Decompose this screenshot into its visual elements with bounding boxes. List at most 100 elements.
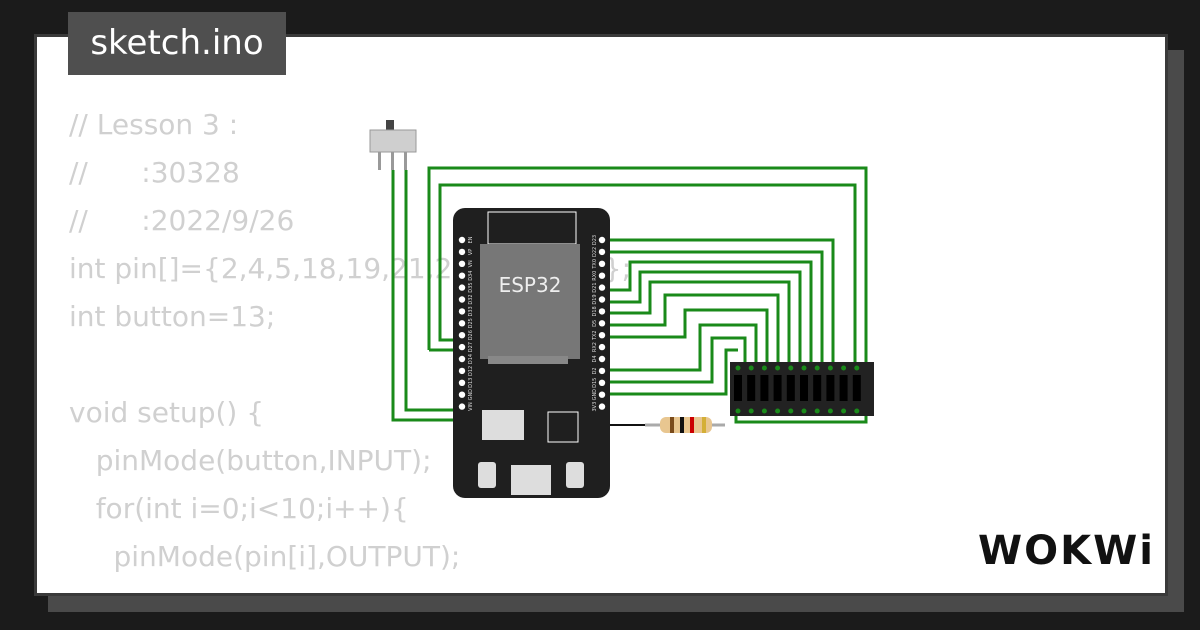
resistor[interactable] [645, 417, 725, 433]
header-pin[interactable] [598, 379, 606, 386]
pin-label: RX0 [592, 271, 598, 281]
header-pin[interactable] [458, 343, 466, 351]
pin-label: D22 [592, 247, 598, 257]
led-pin [735, 408, 741, 414]
pin-label: VN [468, 260, 474, 267]
header-pin[interactable] [458, 284, 466, 291]
led-pin [788, 408, 794, 414]
pin-label: RX2 [592, 342, 598, 352]
header-pin[interactable] [598, 236, 606, 244]
pin-label: D12 [468, 366, 474, 376]
wokwi-logo: WOKWi [978, 528, 1155, 574]
led-segment [773, 375, 782, 401]
header-pin[interactable] [458, 391, 466, 398]
pin-label: D13 [468, 378, 474, 388]
code-line: void setup() { [69, 396, 265, 429]
led-pin [735, 365, 741, 371]
header-pin[interactable] [458, 272, 466, 279]
pin-label: D18 [592, 306, 598, 316]
pin-label: D32 [468, 294, 474, 304]
left-pin-header: ENVPVND34D35D32D33D25D26D27D14D12D13GNDV… [458, 236, 474, 411]
led-pin [801, 408, 807, 414]
header-pin[interactable] [598, 296, 606, 303]
pin-label: VP [468, 249, 474, 255]
led-pin [814, 365, 820, 371]
led-pin [761, 365, 767, 371]
led-pin [854, 365, 860, 371]
led-segment [852, 375, 861, 401]
led-pin [775, 408, 781, 414]
header-pin[interactable] [458, 296, 466, 303]
pin-label: D5 [592, 320, 598, 327]
pin-label: D4 [592, 355, 598, 362]
pin-label: 3V3 [592, 402, 598, 412]
header-pin[interactable] [598, 403, 606, 410]
pin-label: D27 [468, 342, 474, 352]
led-segment [813, 375, 822, 401]
header-pin[interactable] [598, 284, 606, 291]
led-pin [841, 408, 847, 414]
pin-label: D14 [468, 354, 474, 364]
led-segment [800, 375, 808, 401]
header-pin[interactable] [598, 355, 606, 363]
led-pin [827, 365, 833, 371]
led-pin [748, 365, 754, 371]
header-pin[interactable] [458, 379, 466, 386]
header-pin[interactable] [598, 320, 606, 327]
header-pin[interactable] [458, 320, 466, 327]
code-line: pinMode(button,INPUT); [69, 444, 432, 477]
header-pin[interactable] [598, 260, 606, 267]
header-pin[interactable] [458, 332, 466, 339]
header-pin[interactable] [598, 343, 606, 351]
pin-label: D21 [592, 282, 598, 292]
pin-label: TX2 [592, 330, 598, 341]
file-tab[interactable]: sketch.ino [68, 12, 286, 75]
slide-switch[interactable] [369, 120, 417, 170]
header-pin[interactable] [458, 248, 466, 256]
header-pin[interactable] [598, 391, 606, 398]
wires [391, 166, 868, 424]
header-pin[interactable] [458, 308, 466, 315]
pin-label: D25 [468, 318, 474, 328]
pin-label: D19 [592, 294, 598, 304]
led-pin [761, 408, 767, 414]
header-pin[interactable] [458, 403, 466, 410]
led-bar-graph[interactable] [730, 362, 874, 416]
code-line: for(int i=0;i<10;i++){ [69, 492, 409, 525]
led-segment [734, 375, 742, 401]
header-pin[interactable] [598, 248, 606, 256]
pin-label: D15 [592, 378, 598, 388]
led-pin [775, 365, 781, 371]
header-pin[interactable] [598, 308, 606, 315]
right-pin-header: D23D22TX0RX0D21D19D18D5TX2RX2D4D2D15GND3… [592, 235, 606, 412]
led-pin [827, 408, 833, 414]
led-segment [839, 375, 848, 401]
code-line: // Lesson 3 : [69, 108, 239, 141]
pin-label: D35 [468, 282, 474, 292]
pin-label: D23 [592, 235, 598, 245]
header-pin[interactable] [598, 367, 606, 375]
code-line: int button=13; [69, 300, 276, 333]
pin-label: GND [468, 389, 474, 401]
header-pin[interactable] [458, 355, 466, 363]
led-segment [760, 375, 769, 401]
led-segment [826, 375, 835, 401]
pin-label: D33 [468, 306, 474, 316]
code-line: pinMode(pin[i],OUTPUT); [69, 540, 461, 573]
board-label: ESP32 [499, 273, 562, 297]
code-line: // :2022/9/26 [69, 204, 295, 237]
led-segment [786, 375, 795, 401]
header-pin[interactable] [598, 332, 606, 339]
pin-label: D26 [468, 330, 474, 340]
led-pin [801, 365, 807, 371]
pin-label: VIN [468, 402, 474, 411]
header-pin[interactable] [458, 367, 466, 375]
header-pin[interactable] [458, 236, 466, 244]
header-pin[interactable] [458, 260, 466, 267]
led-pin [854, 408, 860, 414]
pin-label: D34 [468, 271, 474, 281]
esp32-board[interactable]: ESP32 ENVPVND34D35D32D33D25D26D27D14D12D… [453, 208, 610, 498]
pin-label: GND [592, 389, 598, 401]
header-pin[interactable] [598, 272, 606, 279]
